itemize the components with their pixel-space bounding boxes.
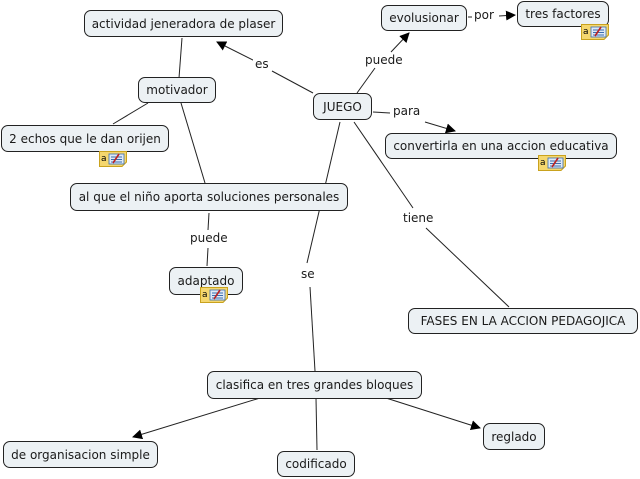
link-clasifica-reglado — [385, 397, 481, 431]
link-juego-es — [271, 70, 314, 94]
concept-echos[interactable]: 2 echos que le dan orijen — [1, 125, 169, 152]
link-es-actividad — [216, 41, 256, 62]
link-label-tiene: tiene — [401, 211, 436, 225]
link-label-es: es — [253, 57, 271, 71]
link-juego-tiene — [353, 121, 414, 209]
link-label-se: se — [299, 267, 317, 281]
svg-text:a: a — [101, 154, 107, 164]
concept-organisacion[interactable]: de organisacion simple — [3, 441, 158, 468]
concept-motivador[interactable]: motivador — [138, 77, 216, 103]
concept-evolusionar[interactable]: evolusionar — [381, 5, 467, 31]
annotation-note-icon[interactable]: a — [200, 287, 228, 303]
link-label-para: para — [391, 104, 423, 118]
link-label-puede-adaptado: puede — [188, 231, 230, 245]
link-por-tres — [498, 10, 516, 21]
concept-juego[interactable]: JUEGO — [313, 93, 372, 120]
concept-codificado[interactable]: codificado — [277, 451, 355, 477]
link-juego-para — [372, 111, 391, 114]
concept-clasifica[interactable]: clasifica en tres grandes bloques — [207, 371, 422, 399]
link-motivador-soluciones — [180, 102, 206, 184]
link-motivador-echos — [112, 102, 149, 125]
concept-soluciones[interactable]: al que el niño aporta soluciones persona… — [70, 183, 348, 211]
link-clasifica-codificado — [315, 397, 318, 451]
concept-actividad[interactable]: actividad jeneradora de plaser — [84, 10, 283, 37]
concept-fases[interactable]: FASES EN LA ACCION PEDAGOJICA — [408, 308, 638, 334]
annotation-note-icon[interactable]: a — [99, 151, 127, 167]
link-para-convertir — [424, 121, 456, 134]
concept-reglado[interactable]: reglado — [483, 423, 545, 450]
link-puede-adaptado — [206, 247, 209, 267]
concept-tres-factores[interactable]: tres factores — [517, 1, 609, 27]
link-se-clasifica — [309, 286, 316, 372]
annotation-note-icon[interactable]: a — [581, 24, 609, 40]
link-label-por: por — [472, 8, 496, 22]
link-puede-evol — [390, 32, 410, 53]
annotation-note-icon[interactable]: a — [538, 155, 566, 171]
link-label-puede: puede — [363, 53, 405, 67]
svg-text:a: a — [583, 27, 589, 37]
link-actividad-motivador — [178, 37, 183, 79]
link-juego-puede — [356, 67, 376, 94]
link-tiene-fases — [425, 227, 510, 308]
svg-text:a: a — [202, 290, 208, 300]
svg-text:a: a — [540, 158, 546, 168]
link-clasifica-organisacion — [132, 397, 261, 440]
link-soluciones-puede — [207, 212, 210, 231]
concept-convertirla[interactable]: convertirla en una accion educativa — [385, 133, 617, 159]
